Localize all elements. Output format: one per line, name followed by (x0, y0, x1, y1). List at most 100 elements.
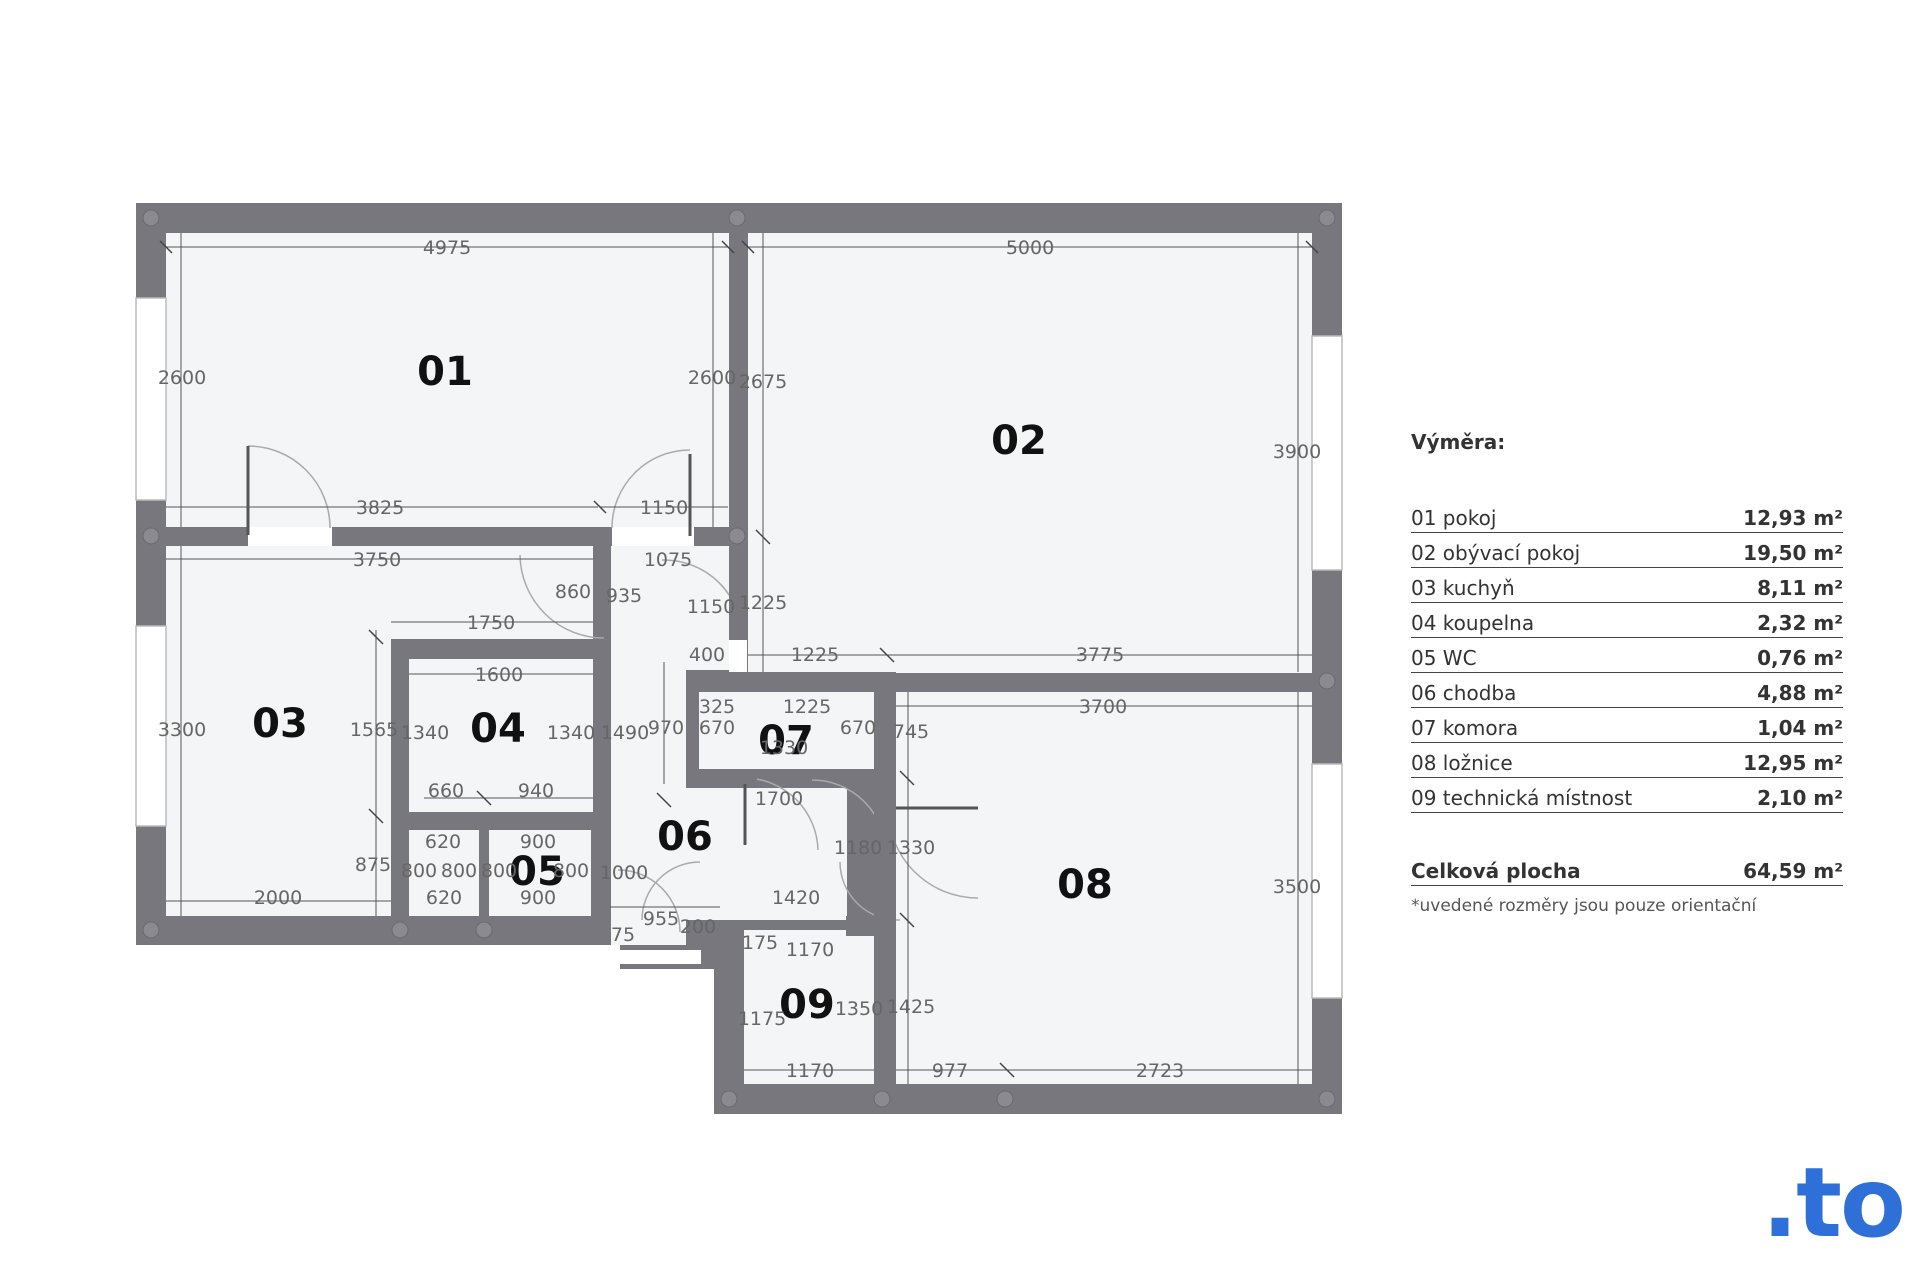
legend-row: 04 koupelna 2,32 m² (1411, 603, 1843, 638)
room-01-floor (166, 233, 729, 527)
legend-room-label: 05 WC (1411, 646, 1477, 670)
dimension-label: 3775 (1076, 644, 1124, 666)
legend-row: 06 chodba 4,88 m² (1411, 673, 1843, 708)
legend-room-label: 02 obývací pokoj (1411, 541, 1581, 565)
room-05a-floor (409, 830, 479, 916)
dimension-label: 977 (932, 1060, 968, 1082)
room-09-floor (744, 936, 876, 1084)
dimension-label: 1330 (887, 837, 935, 859)
windows (135, 297, 1343, 999)
room-labels: 01 02 03 04 05 06 07 08 09 (252, 349, 1113, 1028)
dimension-label: 1225 (783, 696, 831, 718)
dimension-label: 955 (643, 908, 679, 930)
dimension-label: 1180 (834, 837, 882, 859)
dimension-label: 1330 (760, 737, 808, 759)
dimension-label: 3700 (1079, 696, 1127, 718)
dimension-label: 1750 (467, 612, 515, 634)
dimension-label: 2600 (688, 367, 736, 389)
legend-room-area: 12,95 m² (1743, 751, 1843, 775)
dimension-label: 1350 (835, 998, 883, 1020)
door-swings (246, 445, 979, 933)
dimension-label: 1170 (786, 939, 834, 961)
dimension-label: 3900 (1273, 441, 1321, 463)
room-05b-floor (489, 830, 591, 916)
legend-room-label: 09 technická místnost (1411, 786, 1633, 810)
dimension-label: 2675 (739, 371, 787, 393)
dimension-label: 5000 (1006, 237, 1054, 259)
dimension-label: 2600 (158, 367, 206, 389)
room-06-floor (611, 546, 729, 670)
legend-title: Výměra: (1411, 430, 1506, 454)
dimension-label: 3750 (353, 549, 401, 571)
dimension-label: 800 (553, 860, 589, 882)
dimension-label: 1150 (687, 596, 735, 618)
legend-room-area: 2,10 m² (1757, 786, 1843, 810)
dimension-label: 970 (648, 717, 684, 739)
dimension-label: 670 (699, 717, 735, 739)
room-label: 04 (470, 706, 526, 752)
room-label: 06 (657, 814, 713, 860)
total-area: 64,59 m² (1743, 859, 1843, 883)
legend-room-label: 07 komora (1411, 716, 1519, 740)
corner-markers (142, 209, 1336, 1108)
dimension-label: 3825 (356, 497, 404, 519)
dimension-lines (166, 233, 1312, 1084)
legend-total-row: Celková plocha 64,59 m² (1411, 851, 1843, 886)
dimension-label: 620 (425, 831, 461, 853)
dimension-label: 900 (520, 831, 556, 853)
dimension-label: 1340 (401, 722, 449, 744)
dimension-label: 875 (355, 854, 391, 876)
total-label: Celková plocha (1411, 859, 1581, 883)
brand-logo: .to (1761, 1147, 1906, 1259)
legend-room-area: 4,88 m² (1757, 681, 1843, 705)
room-04-floor (409, 659, 593, 812)
dimension-label: 1565 (350, 719, 398, 741)
room-07-floor (699, 692, 874, 769)
inner-walls (391, 527, 896, 1092)
dimension-label: 1700 (755, 788, 803, 810)
room-03-floor (166, 546, 391, 916)
dimension-label: 1600 (475, 664, 523, 686)
legend-room-label: 04 koupelna (1411, 611, 1535, 635)
dimension-label: 3300 (158, 719, 206, 741)
room-02-floor (748, 233, 1312, 673)
dimension-label: 800 (481, 860, 517, 882)
legend-room-label: 03 kuchyň (1411, 576, 1515, 600)
dimension-label: 800 (441, 860, 477, 882)
dimension-label: 2000 (254, 887, 302, 909)
dimension-label: 175 (742, 932, 778, 954)
dimension-label: 2723 (1136, 1060, 1184, 1082)
dimension-label: 1175 (738, 1008, 786, 1030)
legend-room-area: 8,11 m² (1757, 576, 1843, 600)
dimension-label: 900 (520, 887, 556, 909)
dimension-label: 1425 (887, 996, 935, 1018)
dimension-labels: 4975 5000 2600 2600 2675 3900 3825 1150 … (158, 237, 1321, 1082)
room-label: 07 (758, 718, 814, 764)
dimension-label: 620 (426, 887, 462, 909)
legend-row: 09 technická místnost 2,10 m² (1411, 778, 1843, 813)
dimension-label: 660 (428, 780, 464, 802)
dimension-label: 75 (611, 924, 635, 946)
legend-room-label: 06 chodba (1411, 681, 1517, 705)
dimension-label: 800 (401, 860, 437, 882)
dimension-label: 1340 (547, 722, 595, 744)
room-label: 09 (779, 982, 835, 1028)
dimension-ticks (159, 240, 1319, 1078)
dimension-label: 3500 (1273, 876, 1321, 898)
legend-row: 03 kuchyň 8,11 m² (1411, 568, 1843, 603)
room-label: 03 (252, 701, 308, 747)
dimension-label: 940 (518, 780, 554, 802)
legend-room-area: 19,50 m² (1743, 541, 1843, 565)
dimension-label: 1420 (772, 887, 820, 909)
door-openings (248, 527, 747, 964)
dimension-label: 325 (699, 696, 735, 718)
legend-room-label: 01 pokoj (1411, 506, 1497, 530)
room-label: 08 (1057, 862, 1113, 908)
legend-note: *uvedené rozměry jsou pouze orientační (1411, 896, 1757, 916)
legend-room-area: 2,32 m² (1757, 611, 1843, 635)
legend-room-area: 1,04 m² (1757, 716, 1843, 740)
legend-room-area: 0,76 m² (1757, 646, 1843, 670)
